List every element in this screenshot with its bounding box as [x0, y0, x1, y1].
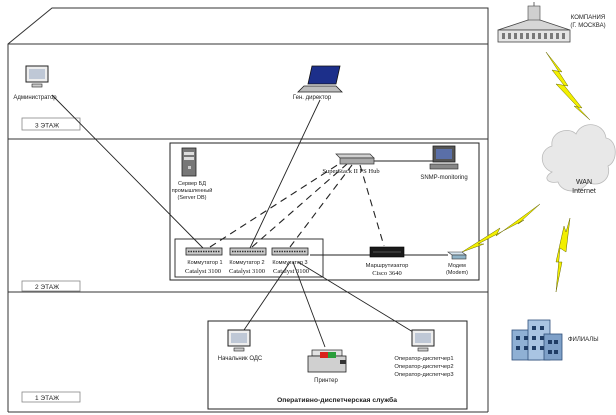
switch1-icon — [185, 247, 223, 256]
director-laptop-icon — [297, 65, 343, 93]
snmp-label: SNMP-monitoring — [420, 175, 467, 181]
dispatch-service-label: Оперативно-диспетчерская служба — [277, 396, 397, 404]
router-label: Маршрутизатор — [366, 263, 409, 269]
hub-icon — [335, 153, 375, 165]
printer-label: Принтер — [314, 378, 338, 384]
switch2-model: Catalyst 3100 — [229, 268, 265, 275]
floor-label-1-text: 1 ЭТАЖ — [35, 395, 59, 402]
modem-label-en: (Modem) — [446, 270, 468, 276]
switch3-icon — [271, 247, 309, 256]
printer-icon — [307, 349, 347, 373]
dashed-hub-router — [359, 164, 385, 247]
admin-label: Администратор — [13, 95, 57, 101]
hub-label: SuperStack II PS Hub — [322, 168, 379, 175]
building-outline — [7, 7, 489, 412]
floor-label-3: 3 ЭТАЖ — [21, 117, 81, 131]
server-label-2: промышленный — [172, 187, 213, 194]
dashed-switch3-hub — [289, 164, 353, 248]
server-label-1: Сервер БД — [178, 181, 206, 187]
router-icon — [369, 246, 405, 258]
snmp-computer-icon — [429, 145, 459, 170]
modem-label: Модем — [448, 263, 466, 269]
connections — [51, 94, 448, 348]
hq-label: КОМПАНИЯ — [571, 15, 605, 21]
floor-label-2-text: 2 ЭТАЖ — [35, 284, 59, 291]
wan-label: WAN — [576, 179, 592, 186]
lightning-modem-wan — [461, 203, 541, 253]
cloud-shape — [541, 124, 616, 192]
link-director-switch2 — [249, 99, 321, 249]
link-switch3-operators — [297, 261, 414, 333]
router-model: Cisco 3640 — [372, 270, 401, 277]
branches-building-icon — [511, 319, 563, 361]
lightning-wan-branches — [555, 217, 571, 293]
admin-computer-icon — [25, 65, 49, 88]
wan-cloud: WAN Internet — [541, 124, 616, 195]
operator1-label: Оператор-диспетчер1 — [394, 356, 453, 362]
director-label: Ген. директор — [293, 95, 332, 101]
switch1-model: Catalyst 3100 — [185, 268, 221, 275]
operator2-label: Оператор-диспетчер2 — [394, 364, 453, 370]
switch2-label: Коммутатор 2 — [229, 260, 264, 266]
switch-group-box — [174, 238, 324, 278]
floor-label-2: 2 ЭТАЖ — [21, 280, 81, 292]
dashed-connections — [209, 161, 385, 248]
branches-label: ФИЛИАЛЫ — [568, 337, 599, 343]
server-room-box — [169, 142, 480, 281]
building — [7, 7, 489, 413]
dashed-switch2-hub — [251, 163, 348, 248]
lightning-hq-wan — [545, 51, 591, 121]
server-label-3: (Server DB) — [177, 195, 206, 201]
internet-label: Internet — [572, 188, 596, 195]
dispatch-service-box — [207, 320, 468, 410]
wan-links — [461, 51, 591, 293]
switch3-model: Catalyst 3100 — [273, 268, 309, 275]
ods-head-computer-icon — [227, 329, 251, 352]
switch3-label: Коммутатор 3 — [272, 260, 307, 266]
switch2-icon — [229, 247, 267, 256]
link-switch3-ods — [243, 261, 291, 331]
server-icon — [181, 147, 197, 177]
modem-icon — [447, 251, 467, 260]
floor-label-3-text: 3 ЭТАЖ — [35, 123, 59, 130]
dashed-switch1-hub — [209, 161, 343, 248]
hq-building-icon — [497, 2, 571, 43]
link-admin-switch1 — [51, 94, 204, 249]
ods-head-label: Начальник ОДС — [218, 356, 263, 362]
hq-city-label: (Г. МОСКВА) — [570, 23, 605, 29]
operators-computer-icon — [411, 329, 435, 352]
switch1-label: Коммутатор 1 — [187, 260, 222, 266]
link-switch3-printer — [292, 261, 326, 348]
floor-label-1: 1 ЭТАЖ — [21, 391, 81, 403]
operator3-label: Оператор-диспетчер3 — [394, 372, 453, 378]
